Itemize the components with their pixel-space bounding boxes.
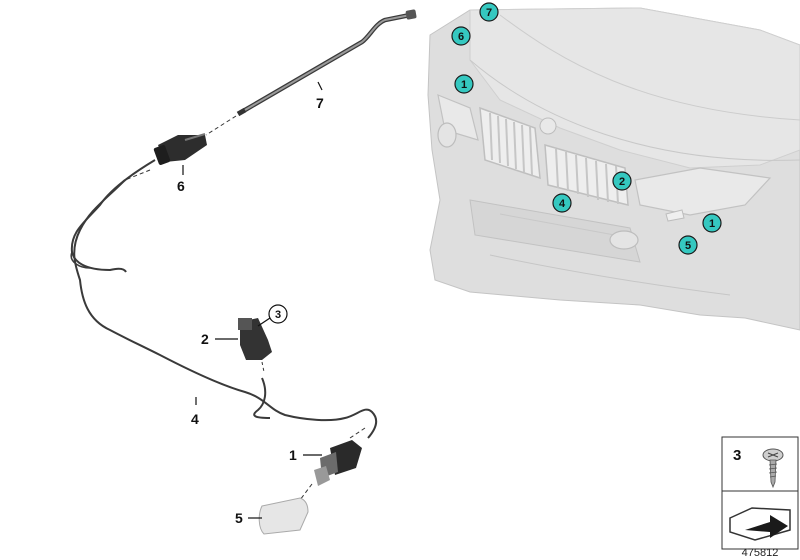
part-5-cover: [258, 497, 309, 535]
callout-part-3: 3: [268, 304, 288, 324]
vehicle-marker-circle: [678, 235, 698, 255]
vehicle-marker-circle: [612, 171, 632, 191]
washer-hose-line: [70, 159, 378, 439]
assembly-symbol-icon: [729, 507, 791, 541]
side-parts-box: 3: [721, 436, 799, 550]
part-6-connector: [124, 133, 207, 181]
vehicle-marker-circle: [702, 213, 722, 233]
vehicle-marker-text: 2: [619, 176, 625, 188]
part-7-rigid-hose: [205, 9, 417, 136]
vehicle-marker-circle: [479, 2, 499, 22]
label-part-5: 5: [235, 510, 243, 526]
vehicle-marker-2: 2: [612, 171, 632, 191]
vehicle-marker-7: 7: [479, 2, 499, 22]
vehicle-marker-text: 5: [685, 240, 691, 252]
vehicle-marker-circle: [552, 193, 572, 213]
vehicle-marker-circle: [454, 74, 474, 94]
vehicle-marker-text: 6: [458, 31, 464, 43]
label-part-2: 2: [201, 331, 209, 347]
vehicle-marker-1: 1: [702, 213, 722, 233]
part-2-valve: [238, 318, 272, 373]
leader-lines: [182, 81, 323, 519]
label-part-7: 7: [316, 95, 324, 111]
label-part-4: 4: [191, 411, 199, 427]
document-number: 475812: [742, 547, 779, 559]
vehicle-marker-5: 5: [678, 235, 698, 255]
vehicle-marker-text: 1: [461, 79, 467, 91]
callout-part-3-text: 3: [275, 309, 281, 321]
vehicle-marker-4: 4: [552, 193, 572, 213]
vehicle-marker-text: 1: [709, 218, 715, 230]
vehicle-marker-text: 7: [486, 7, 492, 19]
screw-icon: [762, 448, 784, 489]
label-part-1: 1: [289, 447, 297, 463]
vehicle-marker-text: 4: [559, 198, 566, 210]
vehicle-markers: 7 6 1 2 4 1 5: [451, 2, 722, 255]
vehicle-marker-6: 6: [451, 26, 471, 46]
kidney-grille-right: [544, 143, 629, 206]
part-1-nozzle: [299, 427, 366, 501]
label-part-6: 6: [177, 178, 185, 194]
vehicle-marker-1: 1: [454, 74, 474, 94]
vehicle-marker-circle: [451, 26, 471, 46]
vehicle-front-illustration: [427, 7, 800, 331]
screw-label: 3: [733, 447, 741, 464]
kidney-grille-left: [479, 106, 541, 180]
